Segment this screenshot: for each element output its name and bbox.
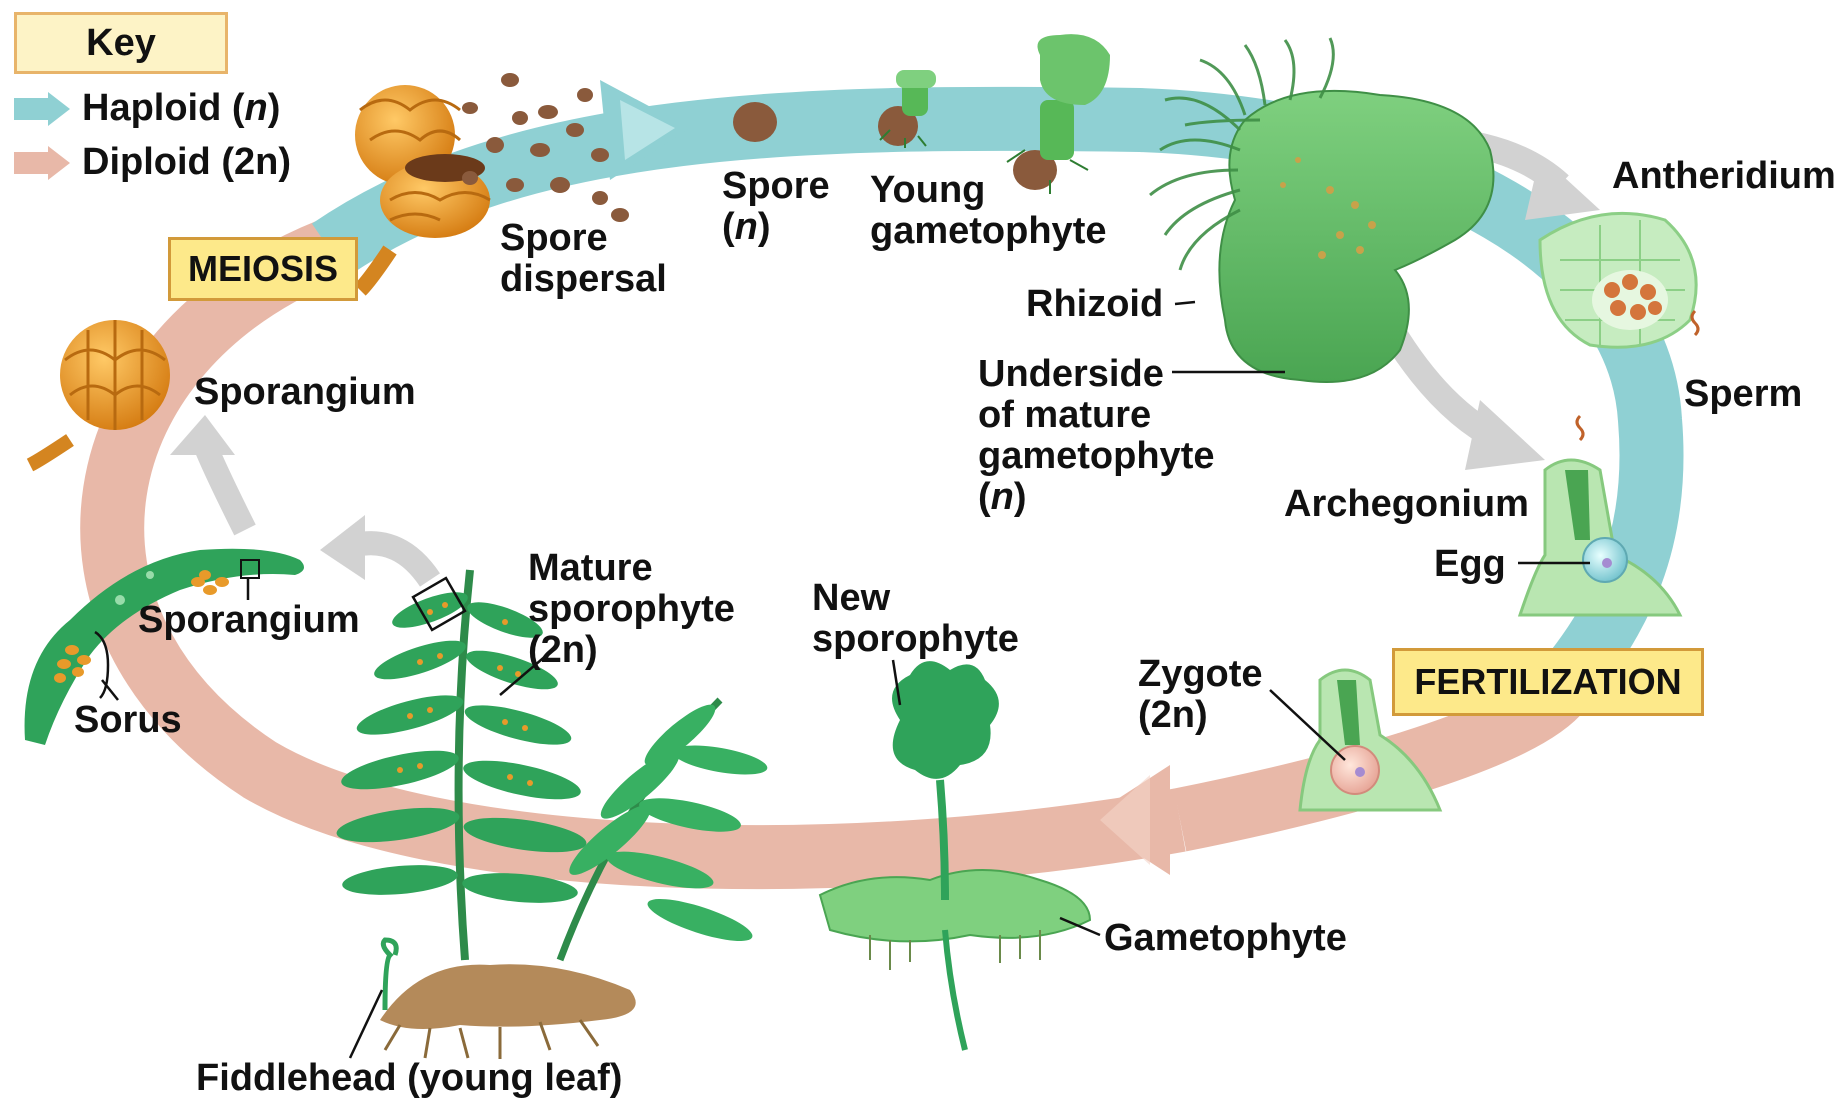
rhizoid-label: Rhizoid (1026, 284, 1163, 325)
zygote-label: Zygote (2n) (1138, 654, 1263, 736)
diploid-label: Diploid (82, 141, 211, 183)
haploid-swatch-arrow (14, 92, 70, 126)
flow-arrow-to-leaf (355, 543, 430, 580)
spore-illustration (733, 102, 777, 142)
leader-rhizoid (1175, 302, 1195, 304)
meiosis-box: MEIOSIS (168, 237, 358, 301)
haploid-symbol: n (245, 87, 268, 129)
spore-ploidy: n (735, 206, 758, 248)
sperm-illustration (1577, 416, 1583, 440)
spore-label: Spore (n) (722, 166, 830, 248)
sporangium-top-label: Sporangium (194, 372, 416, 413)
leader-fiddlehead (350, 990, 382, 1058)
sperm-label: Sperm (1684, 374, 1802, 415)
haploid-label: Haploid (82, 87, 221, 129)
antheridium-illustration (1540, 213, 1698, 347)
fertilization-label: FERTILIZATION (1414, 661, 1681, 703)
fertilization-box: FERTILIZATION (1392, 648, 1704, 716)
underside-ploidy: n (991, 476, 1014, 518)
key-title-box: Key (14, 12, 228, 74)
mature-gametophyte (1150, 38, 1493, 382)
archegonium-label: Archegonium (1284, 484, 1529, 525)
sporangium-leaf-label: Sporangium (138, 600, 360, 641)
key-title: Key (86, 22, 156, 65)
new-sporophyte-label: New sporophyte (812, 578, 1019, 660)
legend-diploid: Diploid (2n) (14, 142, 291, 183)
underside-mature-gametophyte-label: Underside of mature gametophyte (n) (978, 354, 1214, 518)
diploid-symbol: 2n (234, 141, 278, 183)
fiddlehead-label: Fiddlehead (young leaf) (196, 1058, 622, 1099)
meiosis-label: MEIOSIS (188, 248, 338, 290)
spore-dispersal-label: Spore dispersal (500, 218, 667, 300)
mature-sporophyte-label: Mature sporophyte (2n) (528, 548, 735, 671)
sorus-label: Sorus (74, 700, 182, 741)
legend-haploid: Haploid (n) (14, 88, 280, 129)
diploid-swatch-arrow (14, 146, 70, 180)
young-gametophyte-label: Young gametophyte (870, 170, 1106, 252)
gametophyte-label: Gametophyte (1104, 918, 1347, 959)
flow-arrow-to-sporangium-top (205, 445, 245, 530)
egg-label: Egg (1434, 544, 1506, 585)
antheridium-label: Antheridium (1612, 156, 1836, 197)
